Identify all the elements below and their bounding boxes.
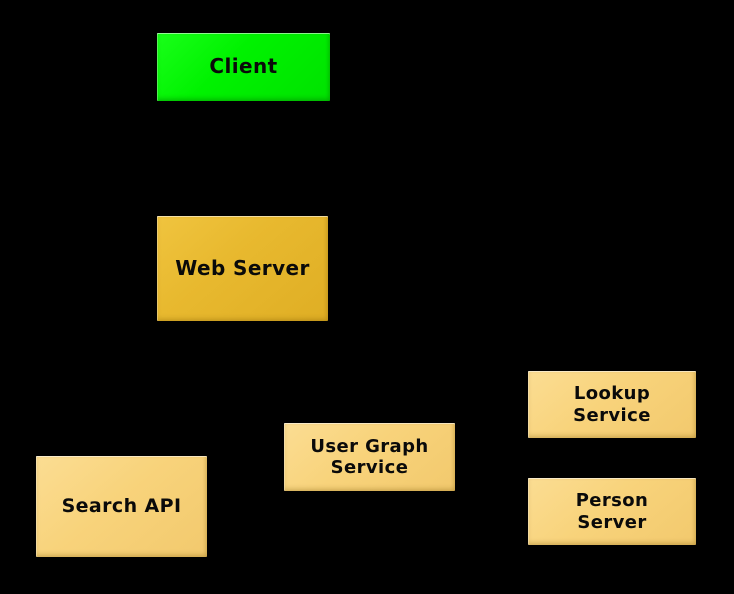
node-web-server[interactable]: Web Server [157, 216, 328, 321]
node-search-api[interactable]: Search API [36, 456, 207, 557]
node-label-person-server: Person Server [575, 490, 649, 533]
node-label-web-server: Web Server [175, 255, 310, 280]
node-client[interactable]: Client [157, 33, 330, 101]
node-label-lookup-service: Lookup Service [573, 383, 651, 426]
node-person-server[interactable]: Person Server [528, 478, 696, 545]
node-lookup-service[interactable]: Lookup Service [528, 371, 696, 438]
node-user-graph-service[interactable]: User Graph Service [284, 423, 455, 491]
node-label-search-api: Search API [61, 495, 182, 518]
node-label-user-graph-service: User Graph Service [310, 435, 429, 478]
node-label-client: Client [209, 54, 278, 79]
